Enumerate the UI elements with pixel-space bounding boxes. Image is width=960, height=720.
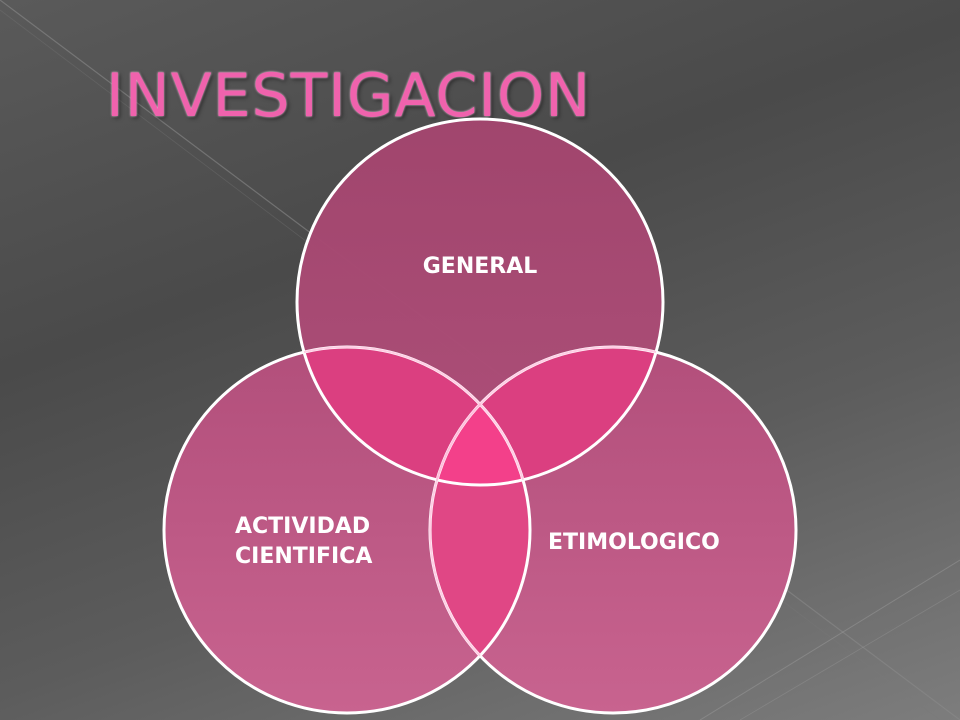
inner-arc-left [429,347,530,713]
overlap-top-left [297,347,530,485]
inner-arc-top [297,346,663,485]
label-general: GENERAL [422,254,538,279]
label-etimologico: ETIMOLOGICO [548,530,720,555]
overlap-top-right [430,347,663,485]
slide-title: INVESTIGACION [106,61,592,131]
label-actividad-cientifica: ACTIVIDAD CIENTIFICA [235,514,373,569]
outline-general [295,117,665,487]
